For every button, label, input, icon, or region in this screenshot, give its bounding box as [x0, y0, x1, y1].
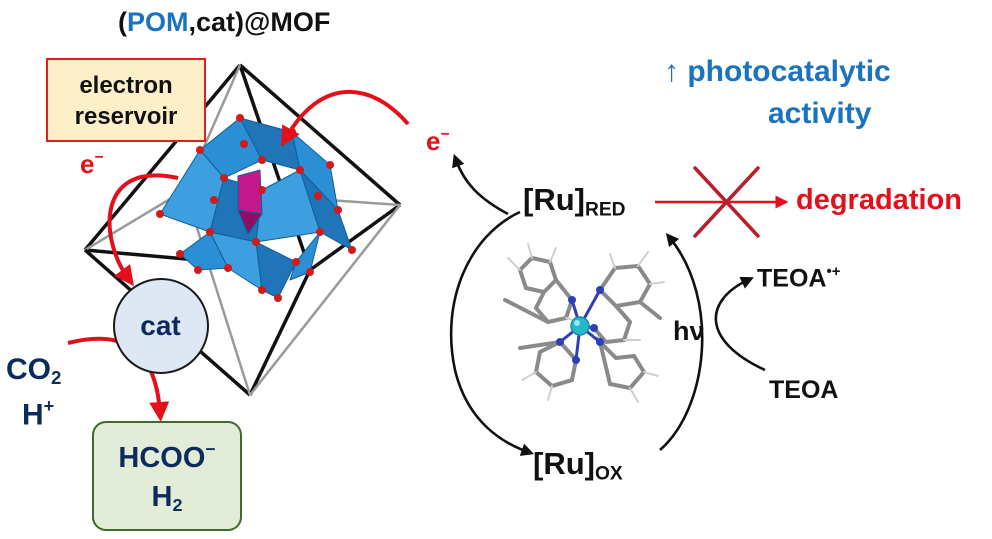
title-rest: ,cat)@MOF: [188, 7, 331, 37]
teoa-ox-charge: •+: [826, 263, 841, 280]
reactant-co2: CO2: [6, 355, 61, 388]
catalyst-circle: cat: [113, 278, 209, 374]
formate-base: HCOO: [118, 442, 206, 475]
catalyst-label: cat: [140, 310, 181, 341]
cycle-arc-left: [449, 210, 535, 456]
electron-charge: −: [440, 126, 450, 143]
cycle-arc-right: [659, 232, 704, 451]
pom-cluster: [159, 117, 353, 299]
electron-symbol: e: [80, 148, 95, 179]
arrow-ru-red-to-electron: [452, 153, 509, 216]
ru-ox-subscript: OX: [594, 463, 623, 485]
h2-subscript: 2: [172, 495, 183, 516]
co2-base: CO: [6, 353, 51, 386]
reservoir-line-2: reservoir: [74, 103, 178, 130]
product-formate: HCOO−: [94, 439, 240, 475]
formate-charge: −: [205, 439, 216, 459]
products-box: HCOO− H2: [92, 421, 242, 531]
product-hydrogen: H2: [94, 481, 240, 516]
ru-red-subscript: RED: [584, 199, 626, 221]
ru-ox-base: [Ru]: [533, 446, 595, 481]
ru-oxidized-label: [Ru]OX: [533, 448, 623, 484]
teoa-oxidation-arrow: [714, 276, 766, 372]
reactant-proton: H+: [22, 397, 54, 431]
up-arrow-icon: ↑: [664, 55, 679, 88]
ru-red-base: [Ru]: [523, 182, 585, 217]
electron-charge: −: [94, 149, 104, 166]
title-open-paren: (: [118, 7, 127, 37]
proton-base: H: [22, 398, 44, 432]
teoa-oxidized-label: TEOA•+: [757, 264, 840, 292]
electron-symbol: e: [426, 125, 441, 156]
blocked-cross-icon: [693, 166, 760, 238]
h2-base: H: [151, 481, 173, 513]
light-label: hν: [673, 316, 705, 346]
degradation-label: degradation: [796, 184, 962, 216]
proton-charge: +: [43, 396, 55, 416]
teoa-label: TEOA: [769, 376, 839, 404]
electron-arrow-to-catalyst: [107, 173, 179, 287]
electron-label-right: e−: [426, 127, 450, 154]
title-pom: POM: [127, 7, 189, 37]
teoa-ox-base: TEOA: [757, 264, 827, 293]
ru-reduced-label: [Ru]RED: [523, 184, 626, 220]
electron-arrow-to-pom: [281, 90, 410, 147]
activity-line-2: activity: [768, 97, 872, 130]
activity-line-1: ↑ photocatalytic: [664, 57, 891, 87]
electron-label-left: e−: [80, 150, 104, 177]
reservoir-line-1: electron: [79, 72, 173, 99]
ru-complex-molecule: [503, 243, 665, 403]
electron-reservoir-box: electron reservoir: [46, 58, 206, 142]
co2-subscript: 2: [51, 367, 62, 389]
diagram-title: (POM,cat)@MOF: [118, 9, 330, 36]
activity-word-1: photocatalytic: [687, 55, 891, 88]
